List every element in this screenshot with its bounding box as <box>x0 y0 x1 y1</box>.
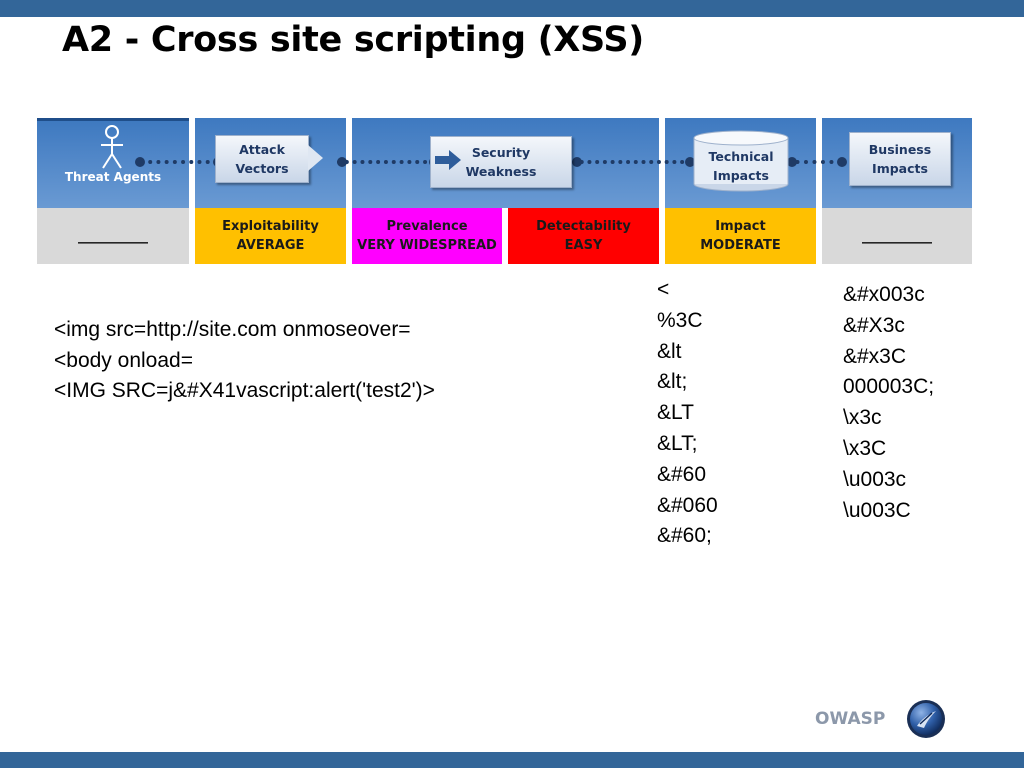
connector-dot <box>337 157 347 167</box>
encoding-list-1: < %3C &lt &lt; &LT &LT; &#60 &#060 &#60; <box>657 275 718 552</box>
connector-dot <box>685 157 695 167</box>
bottom-bar <box>0 752 1024 768</box>
encoding-item: &#x003c <box>843 283 925 306</box>
connector-dot <box>837 157 847 167</box>
threat-agents-rating-value: __________ <box>78 227 148 244</box>
stick-figure-icon <box>101 125 123 169</box>
threat-agents-label: Threat Agents <box>64 170 162 184</box>
attack-vectors-box: Attack Vectors <box>215 135 309 183</box>
example-line: <body onload= <box>54 348 193 372</box>
detectability-rating: Detectability EASY <box>508 208 659 264</box>
encoding-item: &LT <box>657 401 694 425</box>
connector-line <box>787 160 842 164</box>
technical-impacts-line-1: Technical <box>708 149 774 164</box>
threat-agents-rating: __________ <box>37 208 189 264</box>
encoding-item: &LT; <box>657 431 698 455</box>
exploitability-label: Exploitability <box>222 219 319 234</box>
encoding-item: \x3C <box>843 436 887 460</box>
arrow-icon <box>435 150 461 170</box>
prevalence-value: VERY WIDESPREAD <box>357 238 497 253</box>
connector-line <box>337 160 435 164</box>
connector-line <box>572 160 692 164</box>
connector-dot <box>787 157 797 167</box>
business-impacts-line-2: Impacts <box>872 161 928 176</box>
connector-dot <box>572 157 582 167</box>
encoding-item: \u003c <box>843 467 907 491</box>
exploitability-value: AVERAGE <box>236 238 305 253</box>
prevalence-label: Prevalence <box>386 219 468 234</box>
connector-dot <box>135 157 145 167</box>
technical-impacts-line-2: Impacts <box>713 168 769 183</box>
example-line: <IMG SRC=j&#X41vascript:alert('test2')> <box>54 379 435 402</box>
impact-rating: Impact MODERATE <box>665 208 816 264</box>
encoding-item: &#x3C <box>843 344 907 368</box>
arrow-icon <box>308 145 323 171</box>
slide-title: A2 - Cross site scripting (XSS) <box>62 20 644 60</box>
xss-examples: <img src=http://site.com onmoseover= <bo… <box>54 315 435 407</box>
risk-rating-diagram: Threat Agents Attack Vectors Security We… <box>37 118 972 265</box>
business-impacts-box: Business Impacts <box>849 132 951 186</box>
encoding-item: 000003C; <box>843 375 935 399</box>
encoding-item: \u003C <box>843 498 911 522</box>
encoding-item: &lt; <box>657 370 688 394</box>
encoding-item: &#X3c <box>843 313 905 337</box>
encoding-item: %3C <box>657 308 703 332</box>
prevalence-rating: Prevalence VERY WIDESPREAD <box>352 208 502 264</box>
encoding-item: &#60 <box>657 462 707 486</box>
connector-line <box>140 160 218 164</box>
security-weakness-line-1: Security <box>471 145 531 160</box>
encoding-item: &#60; <box>657 524 712 548</box>
security-weakness-line-2: Weakness <box>465 164 537 179</box>
detectability-value: EASY <box>564 238 603 253</box>
top-bar <box>0 0 1024 17</box>
exploitability-rating: Exploitability AVERAGE <box>195 208 346 264</box>
encoding-item: \x3c <box>843 406 882 430</box>
owasp-logo-text: OWASP <box>815 709 886 729</box>
technical-impacts-label: Technical Impacts <box>692 147 790 185</box>
encoding-item: < <box>657 278 670 301</box>
owasp-logo-icon <box>907 700 945 738</box>
impact-value: MODERATE <box>700 238 781 253</box>
business-impacts-line-1: Business <box>868 142 932 157</box>
technical-impacts-cylinder <box>693 130 789 192</box>
business-impacts-rating: __________ <box>822 208 972 264</box>
impact-label: Impact <box>715 219 766 234</box>
attack-vectors-line-2: Vectors <box>235 161 289 176</box>
encoding-list-2: &#x003c &#X3c &#x3C 000003C; \x3c \x3C \… <box>843 280 934 526</box>
business-impacts-rating-value: __________ <box>862 227 932 244</box>
detectability-label: Detectability <box>536 219 631 234</box>
encoding-item: &lt <box>657 339 682 363</box>
encoding-item: &#060 <box>657 493 718 517</box>
example-line: <img src=http://site.com onmoseover= <box>54 318 411 341</box>
attack-vectors-line-1: Attack <box>239 142 285 157</box>
